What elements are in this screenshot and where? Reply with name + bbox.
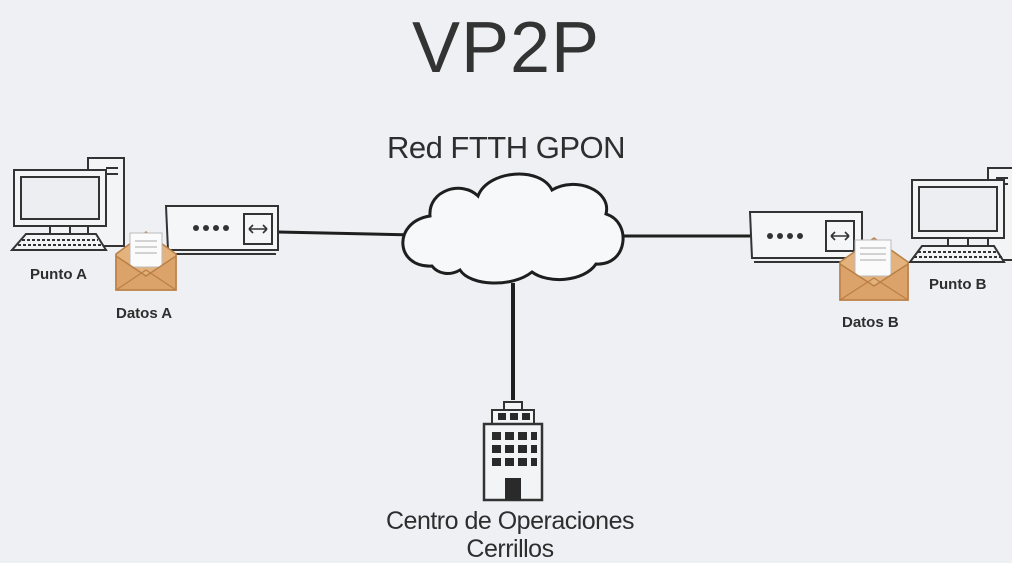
operations-center-line2: Cerrillos [466,535,554,563]
cloud-icon [401,172,625,285]
site-b-label: Punto B [929,276,987,293]
ont-b-device-icon [748,211,863,263]
operations-center-label: Centro de Operaciones Cerrillos [0,507,1012,563]
envelope-a-icon [115,231,177,291]
ont-a-device-icon [164,205,279,255]
building-icon [482,401,544,502]
computer-a-icon [9,157,125,251]
computer-b-icon [908,167,1012,263]
diagram-title: VP2P [411,8,601,88]
link-a-cloud [277,230,416,237]
network-label: Red FTTH GPON [386,130,626,165]
site-b-data-label: Datos B [842,314,899,331]
envelope-b-icon [839,237,909,301]
site-a-label: Punto A [30,266,87,283]
operations-center-line1: Centro de Operaciones [386,507,634,535]
site-a-data-label: Datos A [116,305,173,322]
